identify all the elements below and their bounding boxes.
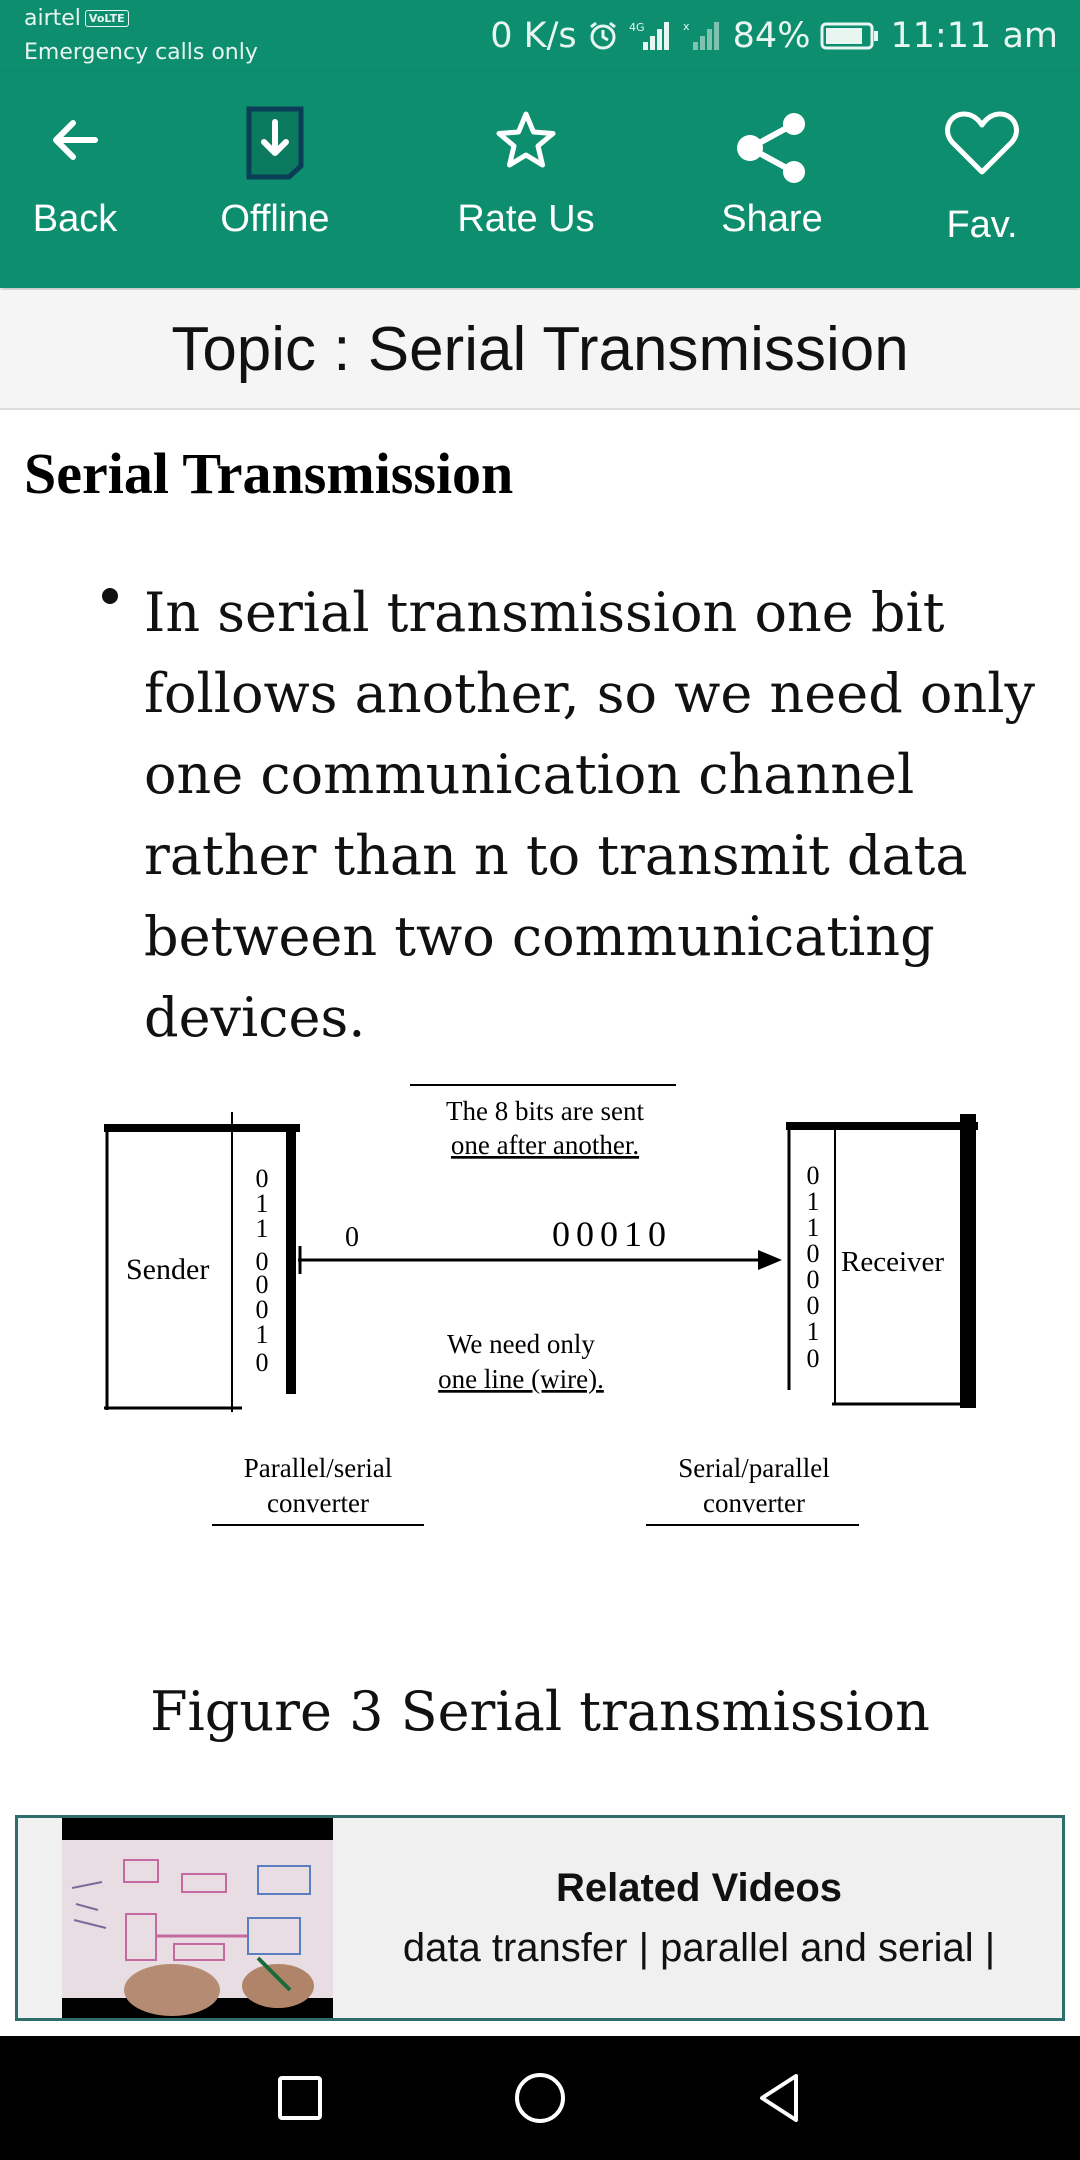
receiver-bit: 0 [807, 1239, 820, 1268]
share-button[interactable]: Share [682, 72, 862, 288]
topic-title: Topic : Serial Transmission [171, 314, 909, 384]
circle-icon [515, 2073, 565, 2123]
carrier-name: airtel [24, 6, 81, 31]
left-converter-line1: Parallel/serial [244, 1453, 392, 1483]
top-note-line2: one after another. [451, 1130, 639, 1160]
square-icon [278, 2076, 322, 2120]
rate-us-label: Rate Us [457, 198, 595, 240]
receiver-label: Receiver [841, 1246, 944, 1278]
bullet-marker [102, 588, 118, 604]
bottom-note-line2: one line (wire). [438, 1364, 604, 1394]
serial-transmission-diagram: Sender 0 1 1 0 0 0 1 0 0 00010 The 8 bit… [104, 1084, 978, 1526]
favorite-button[interactable]: Fav. [892, 72, 1072, 288]
related-video-description: data transfer | parallel and serial | [402, 1926, 996, 1970]
arrow-left-icon [45, 110, 105, 174]
back-nav-button[interactable] [748, 2066, 812, 2130]
topic-header: Topic : Serial Transmission [0, 290, 1080, 410]
signal-4g-icon: 4G [629, 20, 673, 52]
favorite-label: Fav. [946, 204, 1018, 246]
back-label: Back [32, 198, 118, 240]
sender-bit-column: 0 1 1 0 0 0 1 0 [256, 1164, 269, 1377]
line-bit: 0 [345, 1222, 359, 1253]
clock: 11:11 am [890, 16, 1058, 56]
bit-stream: 00010 [552, 1214, 672, 1254]
battery-percent: 84% [732, 16, 811, 56]
network-speed: 0 K/s [490, 16, 577, 56]
receiver-bit: 0 [807, 1291, 820, 1320]
sender-bit: 1 [256, 1214, 269, 1243]
bottom-note-line1: We need only [447, 1329, 595, 1359]
receiver-bit: 0 [807, 1161, 820, 1190]
sender-bit: 0 [256, 1270, 269, 1299]
emergency-text: Emergency calls only [24, 40, 258, 65]
receiver-bit-column: 0 1 1 0 0 0 1 0 [807, 1161, 820, 1373]
bullet-paragraph: In serial transmission one bit follows a… [144, 581, 1035, 1049]
share-icon [734, 112, 810, 188]
toolbar: Back Offline Rate Us Share Fav. [0, 72, 1080, 288]
volte-badge: VoLTE [84, 10, 129, 27]
rate-us-button[interactable]: Rate Us [436, 72, 616, 288]
recent-apps-button[interactable] [268, 2066, 332, 2130]
top-note-line1: The 8 bits are sent [446, 1096, 644, 1126]
signal-weak-icon: x [683, 20, 723, 52]
right-converter-line1: Serial/parallel [678, 1453, 829, 1483]
sender-bit: 0 [256, 1348, 269, 1377]
right-converter-line2: converter [703, 1488, 805, 1518]
back-button[interactable]: Back [0, 72, 165, 288]
status-indicators: 0 K/s 4G x 84% 11:11 am [480, 12, 1058, 60]
offline-button[interactable]: Offline [185, 72, 365, 288]
download-icon [243, 106, 307, 184]
sender-bit: 1 [256, 1320, 269, 1349]
receiver-bit: 1 [807, 1317, 820, 1346]
sender-bit: 0 [256, 1164, 269, 1193]
sender-label: Sender [126, 1253, 209, 1286]
offline-label: Offline [220, 198, 330, 240]
heart-icon [944, 110, 1020, 180]
battery-icon [820, 20, 880, 52]
alarm-icon [587, 20, 619, 52]
section-heading: Serial Transmission [24, 441, 514, 506]
triangle-back-icon [760, 2074, 798, 2122]
left-converter-line2: converter [267, 1488, 369, 1518]
svg-text:x: x [683, 20, 690, 33]
navigation-bar [0, 2036, 1080, 2160]
arrow-head-icon [758, 1250, 782, 1270]
share-label: Share [721, 198, 823, 240]
receiver-bit: 0 [807, 1344, 820, 1373]
receiver-bit: 1 [807, 1187, 820, 1216]
home-button[interactable] [508, 2066, 572, 2130]
related-videos-card[interactable]: Related Videos data transfer | parallel … [15, 1815, 1065, 2021]
figure-caption: Figure 3 Serial transmission [150, 1680, 930, 1743]
sender-bit: 0 [256, 1247, 269, 1276]
star-icon [495, 110, 557, 174]
sender-bit: 0 [256, 1295, 269, 1324]
sender-bit: 1 [256, 1189, 269, 1218]
receiver-bit: 1 [807, 1213, 820, 1242]
svg-text:4G: 4G [629, 21, 645, 34]
video-thumbnail[interactable] [62, 1818, 333, 2018]
receiver-bit: 0 [807, 1265, 820, 1294]
related-videos-title: Related Videos [555, 1866, 843, 1910]
